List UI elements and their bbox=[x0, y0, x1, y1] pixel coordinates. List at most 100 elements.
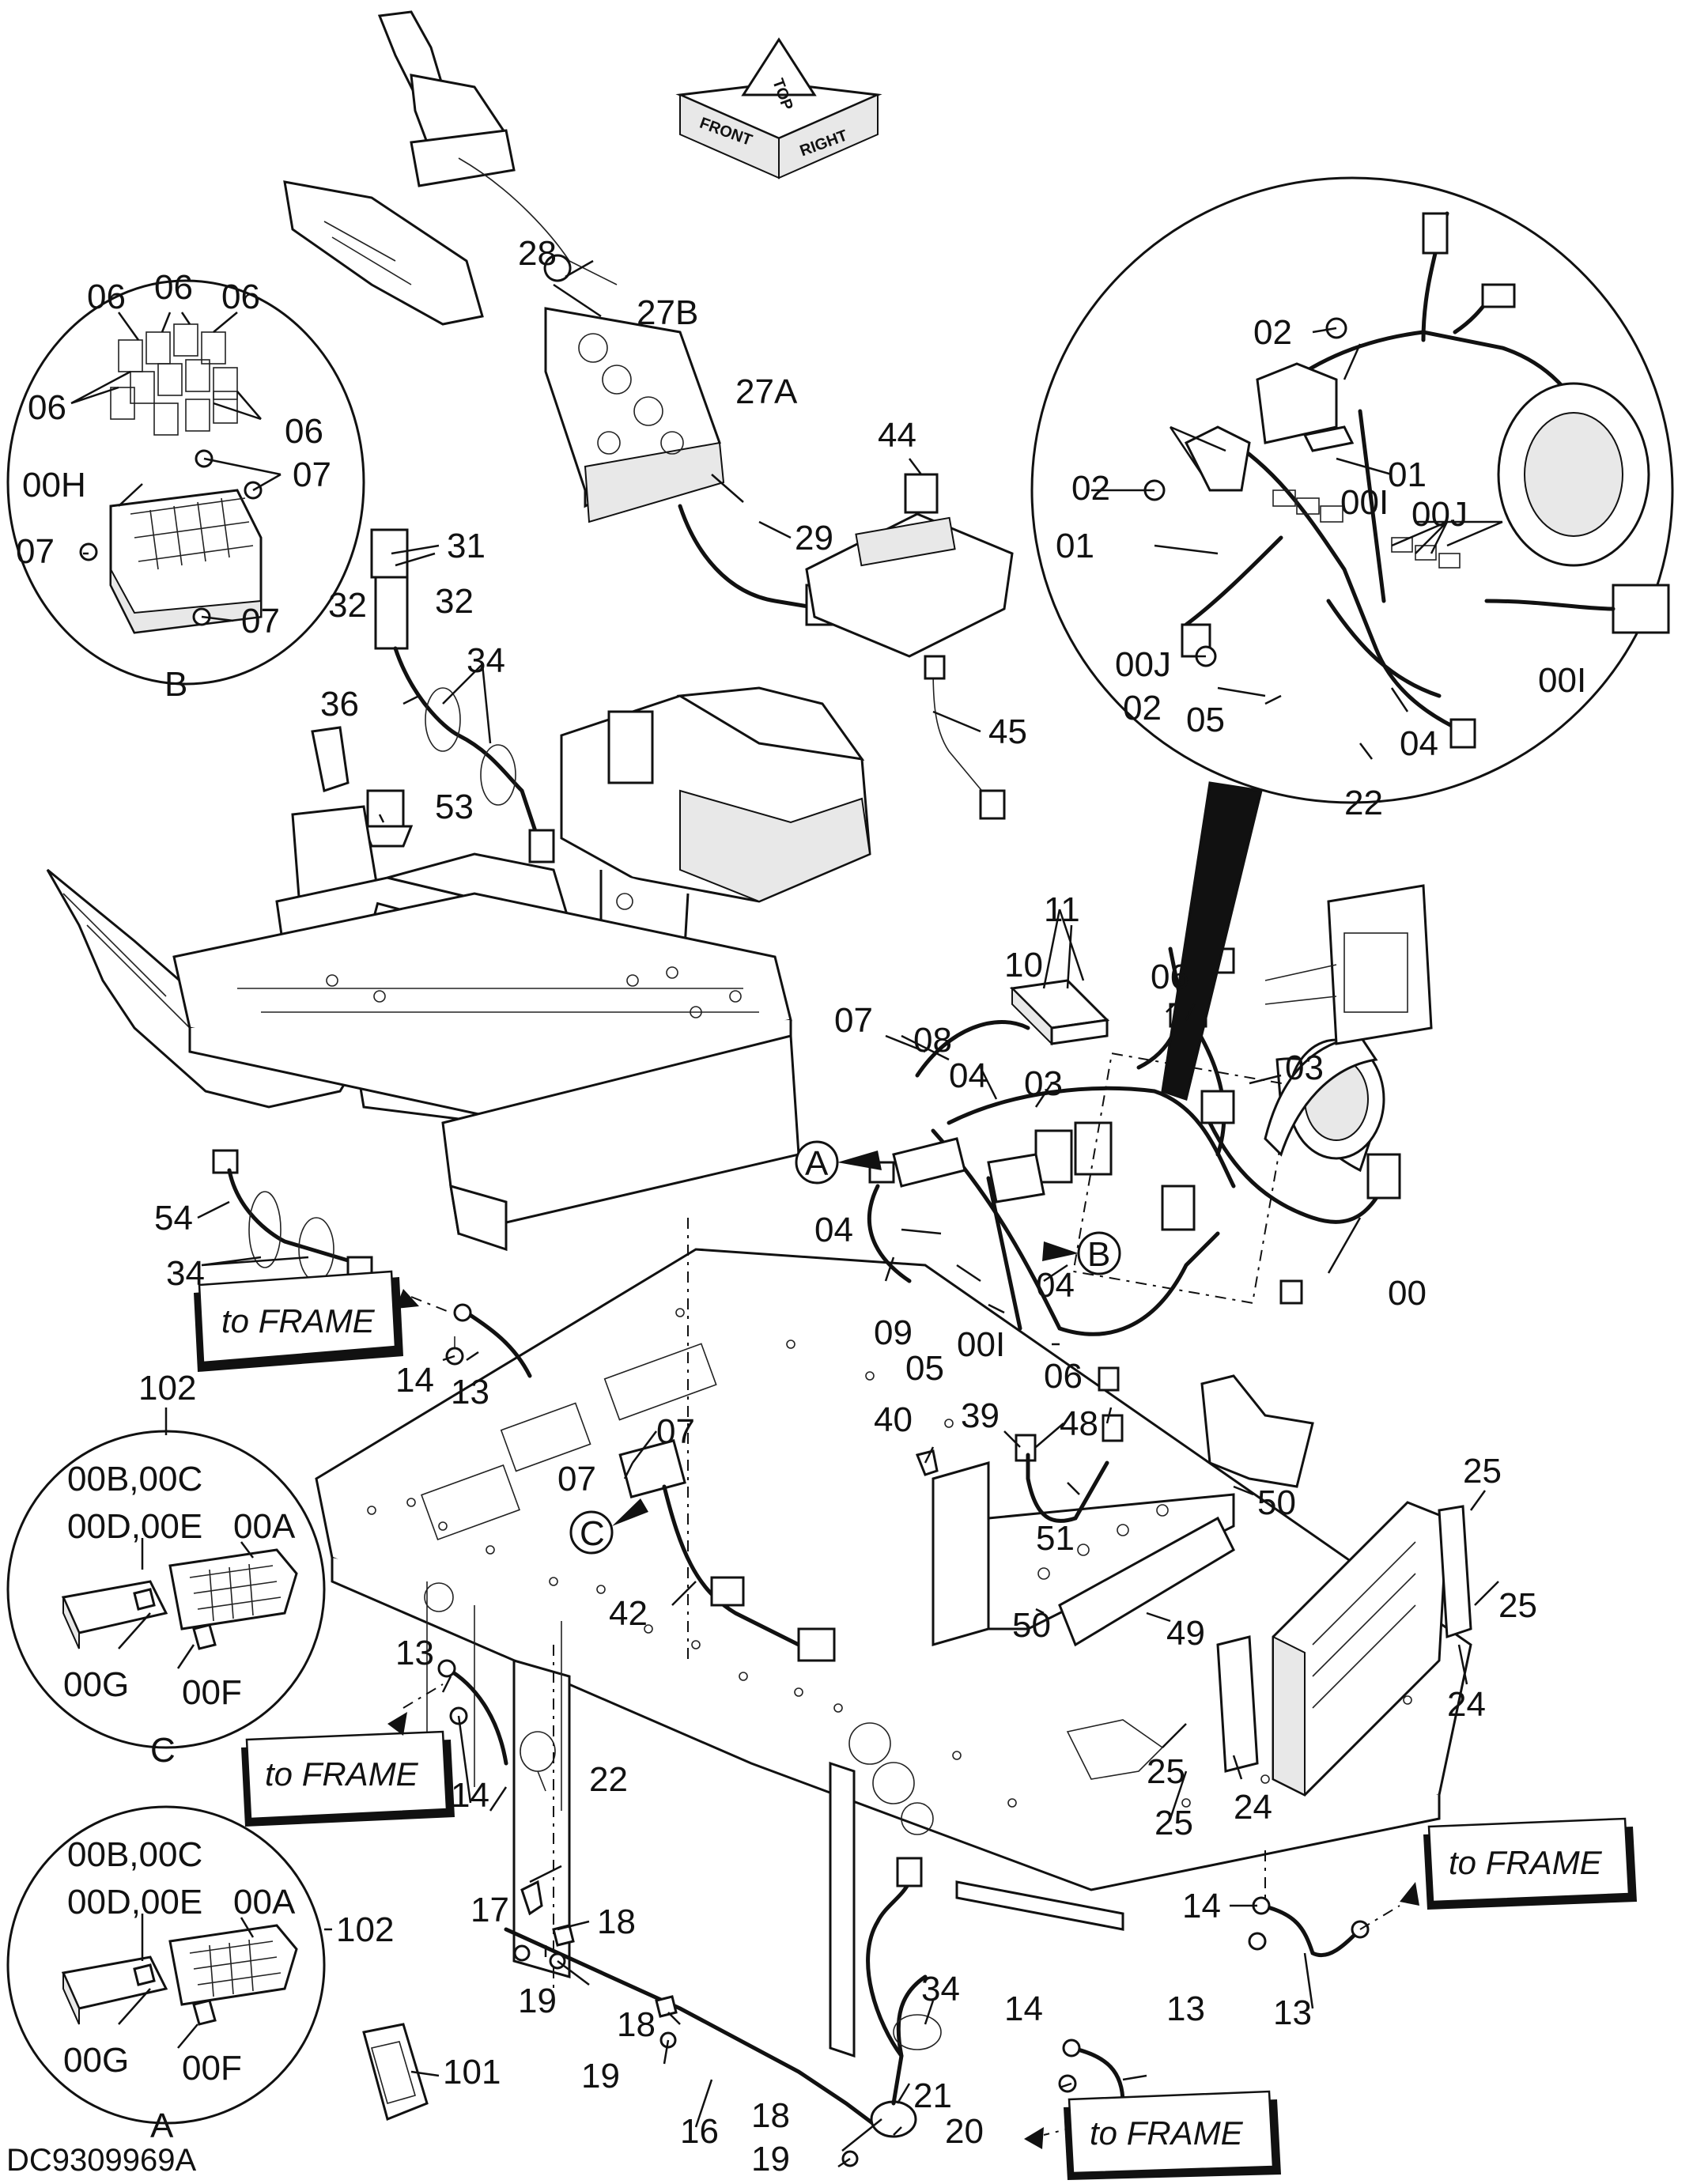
callout-24-b: 24 bbox=[1234, 1788, 1272, 1827]
callout-05: 05 bbox=[905, 1349, 944, 1388]
label-inset-00ib: 00I bbox=[1538, 661, 1586, 700]
callout-03-a: 03 bbox=[1285, 1049, 1324, 1087]
callout-09: 09 bbox=[874, 1313, 913, 1352]
label-inset-22: 22 bbox=[1344, 784, 1383, 822]
detail-marker-c-letter: C bbox=[580, 1514, 605, 1553]
callout-50-a: 50 bbox=[1257, 1483, 1296, 1522]
callout-11: 11 bbox=[1044, 890, 1080, 929]
callout-24-a: 24 bbox=[1447, 1685, 1486, 1724]
callout-17: 17 bbox=[470, 1891, 509, 1929]
callout-20: 20 bbox=[945, 2112, 984, 2151]
label-inset-00ja: 00J bbox=[1411, 495, 1468, 534]
callout-13-b: 13 bbox=[395, 1634, 434, 1672]
bracket-49 bbox=[932, 1461, 1235, 1647]
label-inset-01b: 01 bbox=[1056, 527, 1094, 565]
cable-36 bbox=[370, 528, 555, 863]
callout-53: 53 bbox=[435, 788, 474, 826]
callout-40: 40 bbox=[874, 1400, 913, 1439]
callout-16: 16 bbox=[680, 2112, 719, 2151]
harness-detail-inset bbox=[1030, 176, 1674, 804]
callout-14-c: 14 bbox=[1004, 1989, 1043, 2028]
label-inset-00ia: 00I bbox=[1340, 483, 1389, 522]
detail-c-view bbox=[6, 1430, 326, 1749]
label-inset-04: 04 bbox=[1400, 724, 1438, 763]
connector-block-b bbox=[987, 1153, 1045, 1203]
label-a-00a: 00A bbox=[233, 1883, 296, 1921]
label-b-07-2: 07 bbox=[16, 532, 55, 571]
frame-arrow-3 bbox=[1400, 1882, 1419, 1906]
label-inset-01a: 01 bbox=[1388, 455, 1427, 494]
to-frame-label-4: to FRAME bbox=[1090, 2114, 1244, 2152]
label-inset-02a: 02 bbox=[1253, 313, 1292, 352]
callout-32-a: 32 bbox=[328, 586, 367, 625]
label-b-06-3: 06 bbox=[221, 278, 260, 316]
harness-16 bbox=[504, 1857, 942, 2167]
detail-marker-a-letter: A bbox=[805, 1144, 829, 1183]
callout-29: 29 bbox=[795, 519, 833, 557]
callout-28: 28 bbox=[518, 234, 557, 273]
callout-19-b: 19 bbox=[581, 2057, 620, 2095]
detail-b-letter: B bbox=[164, 665, 187, 704]
detail-a-letter: A bbox=[150, 2107, 174, 2145]
callout-04-a: 04 bbox=[949, 1056, 988, 1095]
label-a-00g: 00G bbox=[63, 2041, 129, 2080]
label-a-00f: 00F bbox=[182, 2049, 242, 2088]
callout-14-a: 14 bbox=[395, 1361, 434, 1400]
label-a-102: 102 bbox=[336, 1910, 394, 1949]
detail-c-letter: C bbox=[150, 1731, 176, 1770]
cab-floor-plate bbox=[315, 1248, 1472, 1891]
relay-box-10 bbox=[1009, 979, 1110, 1046]
label-a-top2: 00D,00E bbox=[67, 1883, 202, 1921]
label-b-07-3: 07 bbox=[241, 602, 280, 640]
callout-06-a: 06 bbox=[1151, 958, 1189, 996]
label-inset-00jb: 00J bbox=[1115, 645, 1171, 684]
to-frame-label-3: to FRAME bbox=[1449, 1844, 1603, 1881]
callout-18-b: 18 bbox=[617, 2005, 656, 2044]
frame-arrow-2 bbox=[387, 1712, 407, 1736]
to-frame-box-4: to FRAME bbox=[1064, 2090, 1281, 2180]
callout-25-a: 25 bbox=[1463, 1452, 1502, 1491]
label-c-top1: 00B,00C bbox=[67, 1460, 202, 1498]
callout-44: 44 bbox=[878, 416, 916, 455]
detail-b-view bbox=[6, 279, 365, 686]
label-b-00h: 00H bbox=[22, 466, 86, 504]
callout-13-a: 13 bbox=[451, 1373, 489, 1411]
callout-00i: 00I bbox=[957, 1325, 1005, 1364]
harness-42 bbox=[618, 1439, 836, 1662]
manual-101 bbox=[362, 2023, 429, 2122]
callout-39: 39 bbox=[961, 1396, 1000, 1435]
to-frame-box-1: to FRAME bbox=[194, 1270, 403, 1372]
callout-18-a: 18 bbox=[597, 1902, 636, 1941]
switch-53 bbox=[366, 789, 405, 828]
to-frame-label-1: to FRAME bbox=[221, 1302, 376, 1339]
callout-21: 21 bbox=[913, 2076, 952, 2115]
callout-27b: 27B bbox=[637, 293, 698, 332]
callout-50-b: 50 bbox=[1012, 1606, 1051, 1645]
callout-07-c: 07 bbox=[557, 1460, 596, 1498]
callout-31: 31 bbox=[447, 527, 486, 565]
seat-mount-frame bbox=[172, 892, 800, 1252]
to-frame-box-2: to FRAME bbox=[241, 1730, 455, 1827]
callout-32-b: 32 bbox=[435, 582, 474, 621]
label-inset-02b: 02 bbox=[1071, 469, 1110, 508]
callout-19-c: 19 bbox=[751, 2140, 790, 2178]
callout-10: 10 bbox=[1004, 946, 1043, 984]
right-switch-panel bbox=[805, 473, 1014, 820]
callout-19-a: 19 bbox=[518, 1982, 557, 2020]
callout-36: 36 bbox=[320, 685, 359, 724]
upper-joystick-assembly bbox=[283, 10, 618, 326]
callout-25-c: 25 bbox=[1147, 1752, 1185, 1791]
callout-27a: 27A bbox=[735, 372, 798, 411]
label-inset-05: 05 bbox=[1186, 701, 1225, 739]
frame-arrow-4 bbox=[1024, 2127, 1044, 2149]
monitor-bracket bbox=[1264, 884, 1433, 1045]
label-b-06-5: 06 bbox=[285, 412, 323, 451]
inset-pointer bbox=[1161, 781, 1263, 1101]
cable-54 bbox=[212, 1149, 373, 1282]
callout-14-b: 14 bbox=[451, 1776, 489, 1815]
ground-cable-right bbox=[1248, 1896, 1400, 1958]
detail-a-view bbox=[6, 1805, 326, 2125]
callout-101: 101 bbox=[443, 2053, 501, 2091]
callout-45: 45 bbox=[988, 712, 1027, 751]
